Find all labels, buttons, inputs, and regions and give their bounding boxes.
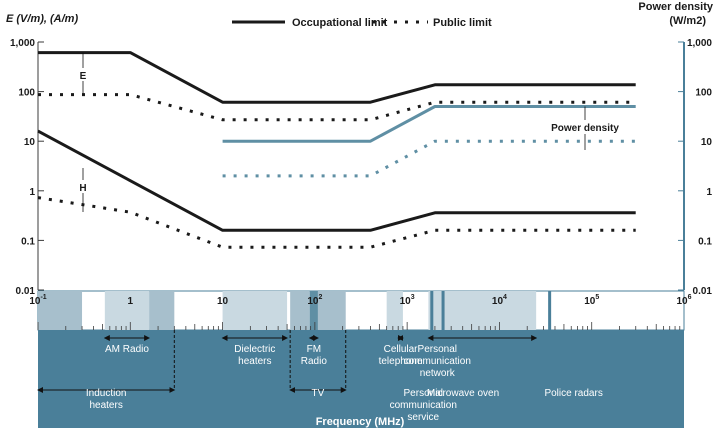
y-tick-label-right: 0.01 bbox=[693, 286, 713, 297]
frequency-marker bbox=[441, 291, 445, 330]
series-label-power-density: Power density bbox=[551, 123, 619, 134]
frequency-band bbox=[317, 291, 346, 330]
application-label: Radio bbox=[301, 356, 328, 367]
frequency-marker bbox=[430, 291, 434, 330]
y-tick-label-left: 0.1 bbox=[21, 236, 35, 247]
x-tick-exponent: -1 bbox=[40, 294, 46, 301]
application-label: TV bbox=[312, 388, 325, 399]
y-tick-label-right: 10 bbox=[701, 137, 713, 148]
x-tick-exponent: 6 bbox=[688, 294, 692, 301]
frequency-band bbox=[428, 291, 537, 330]
y-tick-label-right: 1 bbox=[706, 187, 712, 198]
frequency-band bbox=[222, 291, 288, 330]
application-label: heaters bbox=[238, 356, 271, 367]
left-axis-label: E (V/m), (A/m) bbox=[6, 13, 78, 25]
x-tick-exponent: 3 bbox=[411, 294, 415, 301]
application-label: heaters bbox=[89, 400, 122, 411]
x-tick-exponent: 4 bbox=[503, 294, 507, 301]
application-label: Dielectric bbox=[234, 344, 275, 355]
application-label: AM Radio bbox=[105, 344, 149, 355]
frequency-band bbox=[38, 291, 83, 330]
frequency-marker bbox=[548, 291, 552, 330]
application-label: communication bbox=[404, 356, 471, 367]
application-panel-bg bbox=[38, 330, 684, 428]
right-axis-label-line2: (W/m2) bbox=[669, 15, 706, 27]
frequency-band bbox=[309, 291, 318, 330]
application-label: service bbox=[407, 412, 439, 423]
frequency-bands bbox=[37, 290, 685, 331]
occupational-limit-line bbox=[38, 51, 636, 104]
x-axis-label: Frequency (MHz) bbox=[316, 416, 405, 428]
application-label: Personal bbox=[418, 344, 457, 355]
y-tick-label-right: 1,000 bbox=[687, 38, 712, 49]
x-tick-label: 1 bbox=[128, 296, 134, 307]
application-label: communication bbox=[390, 400, 457, 411]
power-density-label-bg bbox=[552, 120, 618, 134]
x-tick-exponent: 2 bbox=[318, 294, 322, 301]
x-tick-exponent: 5 bbox=[595, 294, 599, 301]
axes bbox=[37, 41, 685, 291]
right-axis-label-line1: Power density bbox=[638, 1, 713, 13]
legend-public-label: Public limit bbox=[433, 17, 492, 29]
application-label: Personal bbox=[404, 388, 443, 399]
public-limit-line bbox=[37, 196, 636, 249]
legend-occupational-label: Occupational limit bbox=[292, 17, 388, 29]
application-label: Police radars bbox=[544, 388, 602, 399]
series-label-e: E bbox=[80, 71, 87, 82]
y-tick-label-right: 100 bbox=[695, 88, 712, 99]
frequency-band bbox=[290, 291, 310, 330]
y-tick-label-left: 1,000 bbox=[10, 38, 35, 49]
frequency-band bbox=[104, 291, 150, 330]
frequency-band bbox=[386, 291, 403, 330]
public-limit-line bbox=[222, 139, 636, 178]
series-label-h: H bbox=[79, 183, 86, 194]
h-label-bg bbox=[76, 180, 90, 193]
e-label-bg bbox=[76, 68, 90, 81]
application-label: network bbox=[420, 368, 456, 379]
application-label: telephone bbox=[379, 356, 423, 367]
series-lines bbox=[37, 51, 636, 249]
y-tick-label-left: 100 bbox=[18, 88, 35, 99]
x-tick-label: 10 bbox=[217, 296, 229, 307]
legend: Occupational limit Public limit bbox=[232, 17, 492, 29]
y-tick-label-left: 0.01 bbox=[16, 286, 36, 297]
application-label: Microwave oven bbox=[427, 388, 499, 399]
y-tick-label-left: 1 bbox=[29, 187, 35, 198]
application-label: Cellular bbox=[384, 344, 419, 355]
occupational-limit-line bbox=[37, 129, 636, 232]
frequency-band bbox=[149, 291, 175, 330]
application-label: FM bbox=[307, 344, 321, 355]
occupational-limit-line bbox=[222, 105, 636, 143]
y-tick-label-left: 10 bbox=[24, 137, 36, 148]
y-tick-label-right: 0.1 bbox=[698, 236, 712, 247]
application-label: Induction bbox=[86, 388, 127, 399]
